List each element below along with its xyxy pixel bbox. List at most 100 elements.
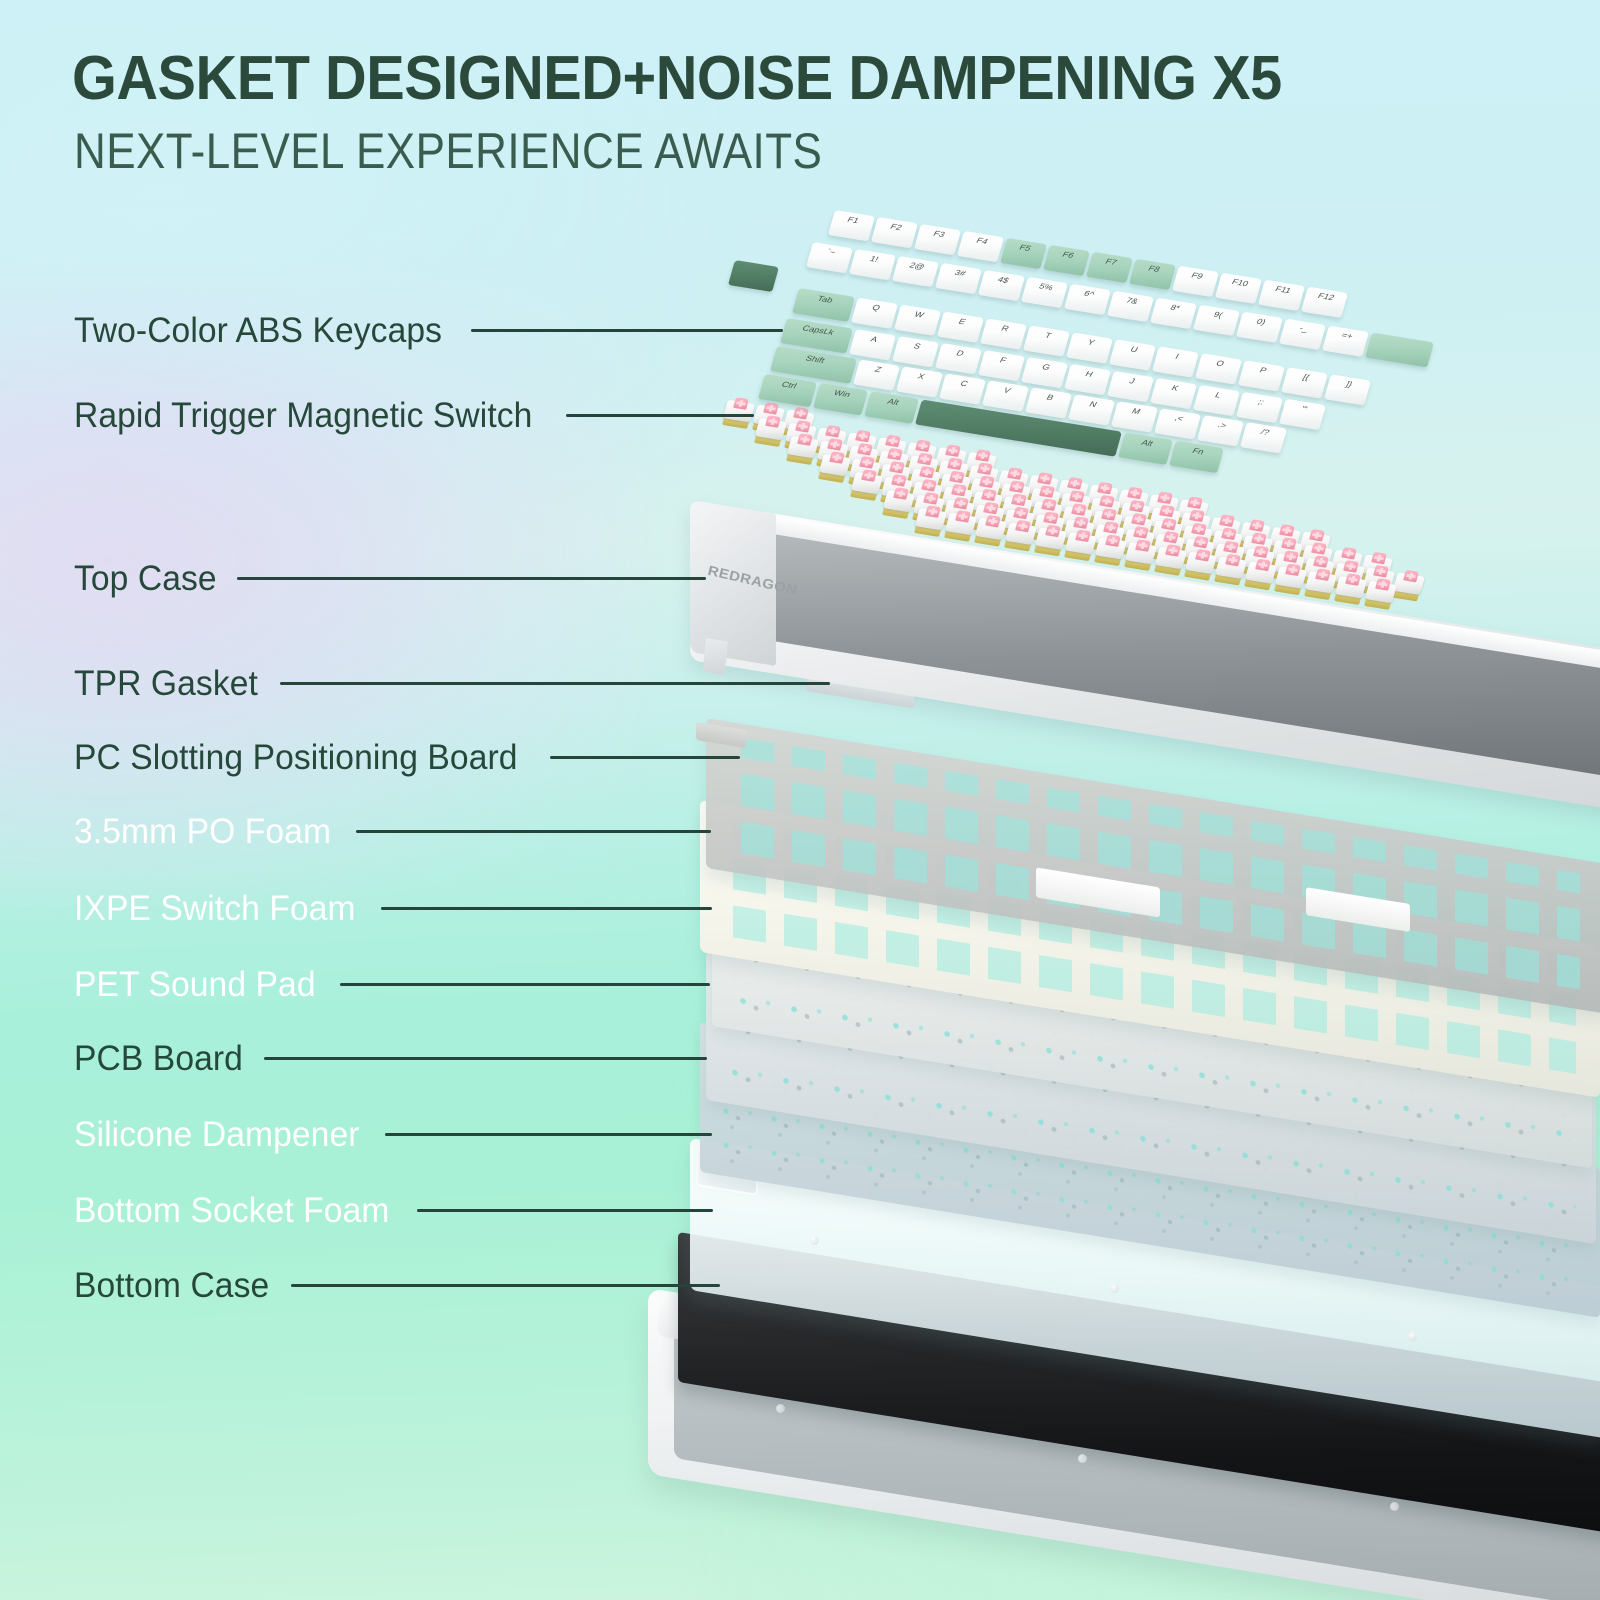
- keycap-legend: M: [1130, 406, 1143, 416]
- magnetic-switch: [1003, 519, 1038, 552]
- keycap-legend: 9(: [1211, 310, 1225, 320]
- keycap: F10: [1215, 272, 1262, 305]
- keycap: ]}: [1324, 374, 1371, 406]
- callout-leader-line: [550, 755, 741, 759]
- keycap-legend: O: [1214, 358, 1226, 368]
- keycap: F11: [1258, 279, 1305, 311]
- keycap-legend: B: [1044, 392, 1056, 402]
- callout-leader-line: [236, 576, 706, 580]
- keycap-legend: Y: [1085, 337, 1097, 347]
- keycap-legend: F4: [974, 236, 990, 246]
- keycap-legend: Fn: [1190, 446, 1206, 457]
- keycap: E: [937, 311, 984, 343]
- page-title: GASKET DESIGNED+NOISE DAMPENING X5: [72, 44, 1282, 113]
- callout-leader-line: [416, 1208, 714, 1212]
- keycap-legend: /?: [1259, 427, 1272, 437]
- keycap-legend: Tab: [815, 294, 835, 305]
- keycap-legend: 0): [1254, 317, 1268, 327]
- keycap-legend: J: [1127, 376, 1137, 386]
- callout-leader-line: [355, 829, 711, 833]
- keycap-legend: Alt: [1139, 438, 1155, 448]
- keycap: '": [1279, 398, 1326, 431]
- callout-leader-line: [385, 1132, 712, 1136]
- keycap-legend: S: [911, 341, 923, 351]
- callout-bottom-case: Bottom Case: [74, 1262, 721, 1308]
- bottom-case-layer: [648, 1288, 1600, 1600]
- keycap-legend: Win: [832, 388, 853, 399]
- keycap: `~: [806, 242, 853, 274]
- callout-label: PC Slotting Positioning Board: [74, 737, 518, 777]
- keycap: F12: [1301, 286, 1348, 318]
- magnetic-switch: [973, 514, 1008, 547]
- callout-label: PET Sound Pad: [74, 964, 316, 1004]
- keycap-legend: ,<: [1173, 413, 1186, 423]
- keycap-legend: F1: [845, 215, 861, 225]
- callout-pcb-board: PCB Board: [74, 1035, 708, 1081]
- magnetic-switch: [1273, 562, 1308, 596]
- magnetic-switch: [943, 509, 978, 542]
- callout-tpr-gasket: TPR Gasket: [74, 660, 830, 706]
- silicone-dampener-layer: [690, 1138, 1600, 1439]
- keycap: 5%: [1021, 276, 1068, 309]
- keycap: F3: [914, 223, 961, 256]
- keycap: Q: [851, 297, 898, 329]
- keycap-legend: A: [868, 334, 880, 344]
- keycap-legend: F8: [1146, 263, 1162, 274]
- keycap: F: [978, 350, 1025, 382]
- keycap-legend: Q: [870, 303, 882, 313]
- callout-leader-line: [381, 906, 712, 910]
- callout-two-color-abs-keycaps: Two-Color ABS Keycaps: [74, 307, 784, 353]
- keycap-legend: C: [958, 378, 970, 388]
- keycap-legend: E: [956, 317, 968, 326]
- keycap: H: [1064, 363, 1111, 396]
- callout-label: Bottom Case: [74, 1265, 270, 1305]
- keycap-legend: Alt: [885, 397, 901, 407]
- magnetic-switch: [1243, 557, 1278, 591]
- keycap: F6: [1043, 244, 1090, 277]
- magnetic-switch: [1093, 533, 1128, 567]
- callout-label: 3.5mm PO Foam: [74, 811, 332, 851]
- keycap: ;:: [1236, 391, 1283, 424]
- callout-leader-line: [471, 328, 784, 332]
- keycap: R: [980, 318, 1027, 350]
- keycap: B: [1025, 387, 1072, 419]
- magnetic-switch: [1183, 548, 1218, 581]
- keycap-legend: I: [1173, 352, 1181, 361]
- magnetic-switch: [1303, 567, 1338, 601]
- keycap-legend: -_: [1297, 324, 1311, 334]
- magnetic-switch: [1333, 572, 1368, 605]
- keycap: W: [894, 304, 941, 336]
- keycap: F5: [1000, 237, 1047, 270]
- keycap: F2: [871, 216, 918, 249]
- keycap-legend: V: [1001, 385, 1013, 395]
- keycap: C: [939, 373, 986, 405]
- keycap-legend: F11: [1273, 284, 1293, 295]
- keycap: U: [1109, 339, 1156, 371]
- keycap-legend: Ctrl: [779, 379, 799, 391]
- keycap: 8*: [1150, 297, 1197, 330]
- callout-leader-line: [264, 1056, 708, 1060]
- keycap-legend: ]}: [1344, 379, 1355, 389]
- keycap-legend: .>: [1216, 420, 1229, 430]
- keycap-legend: 7&: [1124, 295, 1140, 306]
- keycap-legend: ;:: [1256, 397, 1266, 407]
- keycap: P: [1238, 360, 1285, 392]
- keycap: Win: [813, 382, 868, 416]
- keycap: L: [1193, 384, 1240, 417]
- keycap: 6^: [1064, 283, 1111, 316]
- keycap-legend: X: [915, 371, 927, 381]
- keycap-legend: L: [1213, 390, 1223, 400]
- keycap-legend: F5: [1017, 243, 1033, 253]
- keycap: F1: [828, 210, 875, 242]
- magnetic-switch: [1213, 553, 1248, 586]
- keycap: T: [1023, 325, 1070, 357]
- keycap: 2@: [892, 255, 939, 288]
- keycap-legend: K: [1169, 383, 1181, 393]
- callout-pet-sound-pad: PET Sound Pad: [74, 961, 711, 1007]
- keycap: 3#: [935, 262, 982, 295]
- callout-rapid-trigger-magnetic-switch: Rapid Trigger Magnetic Switch: [74, 392, 755, 438]
- callout-label: Silicone Dampener: [74, 1114, 360, 1154]
- callout-leader-line: [279, 681, 830, 685]
